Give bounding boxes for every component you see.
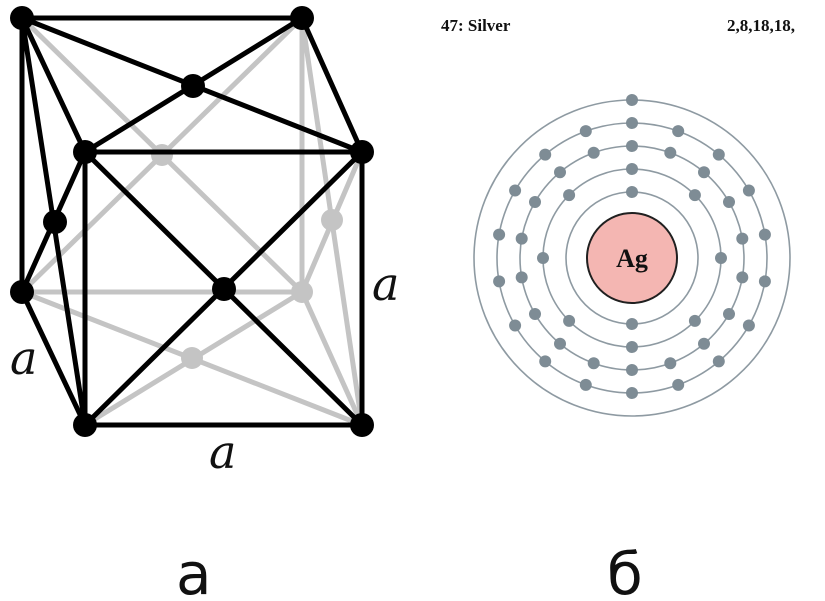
electron <box>723 196 735 208</box>
electron <box>715 252 727 264</box>
electron-configuration: 2,8,18,18, <box>727 16 795 35</box>
corner-atom <box>290 6 314 30</box>
electron <box>672 125 685 138</box>
element-symbol: Ag <box>616 244 648 273</box>
electron <box>515 232 528 245</box>
element-title: 47: Silver <box>441 16 511 35</box>
electron <box>579 125 592 138</box>
electron <box>664 146 677 159</box>
panel-label-a: а <box>176 540 212 601</box>
corner-atom <box>73 413 97 437</box>
top-face-center-atom <box>181 74 205 98</box>
electron <box>626 186 638 198</box>
right-face-center-atom <box>321 209 343 231</box>
electron <box>664 357 677 370</box>
electron <box>688 314 701 327</box>
electron <box>742 184 755 197</box>
electron <box>736 232 749 245</box>
corner-atom <box>350 413 374 437</box>
electron <box>698 337 710 350</box>
electron <box>563 189 576 202</box>
electron <box>537 252 549 264</box>
electron <box>509 319 522 332</box>
electron <box>554 337 566 350</box>
electron <box>493 228 506 241</box>
front-face-center-atom <box>212 277 236 301</box>
electron <box>626 94 638 106</box>
corner-atom <box>350 140 374 164</box>
edge-length-label-right: a <box>372 257 399 311</box>
electron <box>626 140 638 152</box>
electron <box>626 387 638 399</box>
bohr-model-diagram: 47: Silver 2,8,18,18, Ag <box>441 16 795 417</box>
electron <box>742 319 755 332</box>
electron <box>587 357 600 370</box>
electron <box>509 184 522 197</box>
edge-length-label-left: a <box>10 331 37 385</box>
hidden-corner-atom <box>291 281 313 303</box>
panel-label-b: б <box>607 540 643 601</box>
electron <box>758 228 771 241</box>
edge-length-label-bottom: a <box>209 425 236 479</box>
electron <box>712 148 725 161</box>
fcc-lattice-diagram: a a a <box>10 6 399 479</box>
electron <box>515 271 528 284</box>
electron <box>626 163 638 175</box>
electron <box>723 308 735 320</box>
electron <box>626 117 638 129</box>
electron <box>563 314 576 327</box>
corner-atom <box>73 140 97 164</box>
electron <box>626 318 638 330</box>
electron <box>493 275 506 288</box>
electron <box>554 166 566 179</box>
nucleus <box>586 212 678 304</box>
left-face-center-atom <box>43 210 67 234</box>
electron <box>712 355 725 368</box>
visible-atoms <box>10 6 374 437</box>
back-face-center-atom <box>151 144 173 166</box>
electron <box>539 355 552 368</box>
hidden-atoms <box>151 144 343 369</box>
electrons <box>493 94 771 399</box>
bottom-face-center-atom <box>181 347 203 369</box>
electron <box>626 364 638 376</box>
electron <box>539 148 552 161</box>
electron <box>626 341 638 353</box>
corner-atom <box>10 280 34 304</box>
electron <box>579 378 592 391</box>
electron <box>529 308 541 320</box>
electron <box>736 271 749 284</box>
electron <box>758 275 771 288</box>
electron <box>672 378 685 391</box>
electron <box>587 146 600 159</box>
electron <box>688 189 701 202</box>
electron <box>529 196 541 208</box>
electron <box>698 166 710 179</box>
corner-atom <box>10 6 34 30</box>
